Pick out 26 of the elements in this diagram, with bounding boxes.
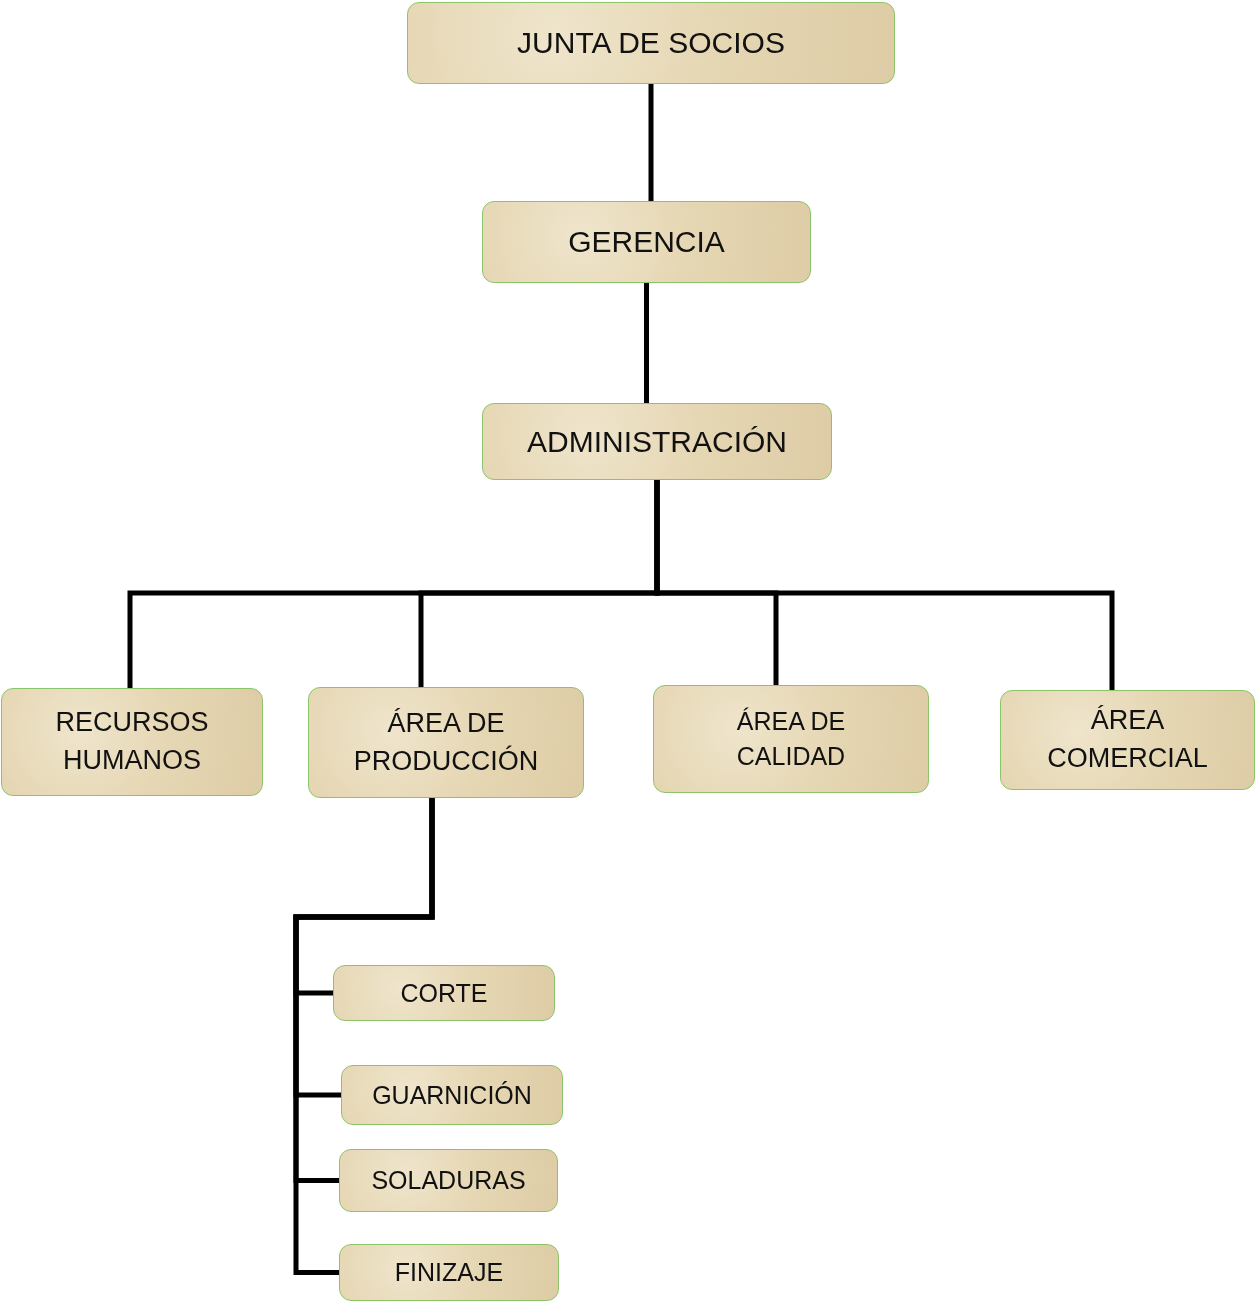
box-label: CORTE — [400, 977, 488, 1009]
box-label: SOLADURAS — [371, 1165, 526, 1196]
box-label: ÁREA COMERCIAL — [1046, 704, 1209, 775]
box-label: JUNTA DE SOCIOS — [517, 25, 785, 61]
box-label: ADMINISTRACIÓN — [527, 423, 787, 460]
box-label: ÁREA DE CALIDAD — [735, 706, 847, 772]
connector-line — [654, 480, 1115, 690]
box-label: ÁREA DE PRODUCCIÓN — [352, 706, 540, 778]
org-box — [333, 965, 555, 1021]
org-box — [482, 403, 832, 480]
connector-line — [293, 798, 435, 1275]
org-box — [407, 2, 895, 84]
org-box — [653, 685, 929, 793]
org-box — [482, 201, 811, 283]
connector-line — [644, 283, 649, 403]
org-box — [308, 687, 584, 798]
org-box — [1, 688, 263, 796]
org-box — [339, 1149, 558, 1212]
box-label: GUARNICIÓN — [372, 1079, 532, 1111]
connector-line — [648, 84, 654, 201]
box-label: RECURSOS HUMANOS — [54, 706, 210, 777]
org-box — [341, 1065, 563, 1125]
box-label: GERENCIA — [568, 224, 725, 260]
org-box — [1000, 690, 1255, 790]
org-box — [339, 1244, 559, 1301]
box-label: FINIZAJE — [394, 1257, 504, 1288]
